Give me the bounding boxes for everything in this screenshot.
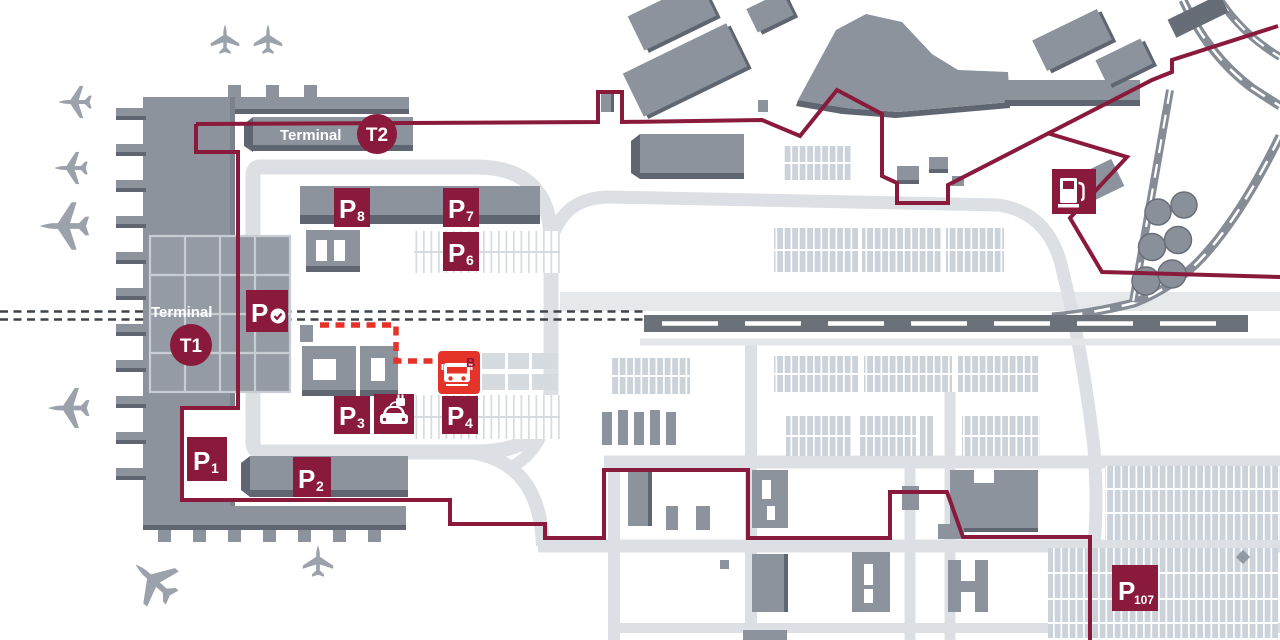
parking-lot <box>774 356 858 392</box>
terminal-code: T2 <box>366 125 388 146</box>
badge-number: 1 <box>211 460 219 476</box>
fuel-station-badge[interactable] <box>1052 169 1096 214</box>
parking-lot <box>962 416 1040 456</box>
parking-lot <box>612 358 690 394</box>
bus-icon <box>441 363 473 386</box>
badge-letter: P <box>448 238 465 268</box>
badge-letter: P <box>251 298 268 328</box>
parking-lot <box>862 228 942 272</box>
bus-stop-label: B <box>466 355 475 370</box>
badge-number: 8 <box>357 208 365 224</box>
badge-number: 6 <box>466 252 474 268</box>
parking-badge-p4[interactable]: P 4 <box>442 396 478 434</box>
parking-lot <box>958 356 1038 392</box>
parking-badge-p8[interactable]: P 8 <box>334 188 370 227</box>
parking-lot <box>860 416 916 456</box>
badge-number: 4 <box>465 415 473 431</box>
parking-lot <box>786 416 852 456</box>
ev-charging-badge[interactable] <box>374 394 414 434</box>
badge-letter: P <box>448 194 465 224</box>
parking-badge-p3[interactable]: P 3 <box>334 396 370 434</box>
fuel-pump-icon <box>1058 178 1085 208</box>
badge-number: 7 <box>466 208 474 224</box>
bus-route-dashed <box>320 322 433 364</box>
terminal-name: Terminal <box>280 127 341 144</box>
electric-car-icon <box>380 394 408 424</box>
parking-lot-p6 <box>414 231 560 273</box>
terminal-name: Terminal <box>151 304 212 321</box>
parking-badge-p6[interactable]: P 6 <box>443 232 479 271</box>
badge-letter: P <box>339 401 356 431</box>
terminal-t2-code-badge <box>357 114 397 154</box>
badge-letter: P <box>298 464 315 494</box>
parking-lot-p4 <box>412 395 560 439</box>
badge-number: 3 <box>357 415 365 431</box>
bus-platforms <box>482 353 558 390</box>
badge-number: 107 <box>1134 593 1154 607</box>
badge-letter: P <box>193 446 210 476</box>
parking-badge-p1[interactable]: P 1 <box>187 437 227 481</box>
terminal-t1-label: Terminal T1 <box>151 304 212 366</box>
badge-letter: P <box>1118 576 1135 606</box>
parking-lot <box>774 228 858 272</box>
terminal-code: T1 <box>180 336 203 357</box>
parking-badge-p107[interactable]: P 107 <box>1112 565 1158 611</box>
parking-lot <box>946 228 1004 272</box>
badge-letter: P <box>447 401 464 431</box>
badge-letter: P <box>339 194 356 224</box>
parking-lot <box>864 356 952 392</box>
parking-lot <box>783 146 851 180</box>
parking-badge-p-check[interactable]: P <box>246 290 288 332</box>
terminal-t1-code-badge <box>170 324 212 366</box>
parking-lot <box>920 416 934 456</box>
site-boundary-line <box>180 24 1280 640</box>
bus-stop-badge[interactable]: B <box>438 351 480 394</box>
parking-badge-p2[interactable]: P 2 <box>293 457 331 497</box>
terminal-t2-label: Terminal T2 <box>280 114 397 154</box>
parking-lot-p107 <box>1048 548 1278 638</box>
badge-number: 2 <box>316 478 324 494</box>
parking-lot <box>1105 466 1280 540</box>
parking-lots <box>412 146 1280 638</box>
parking-badge-p7[interactable]: P 7 <box>443 188 479 227</box>
